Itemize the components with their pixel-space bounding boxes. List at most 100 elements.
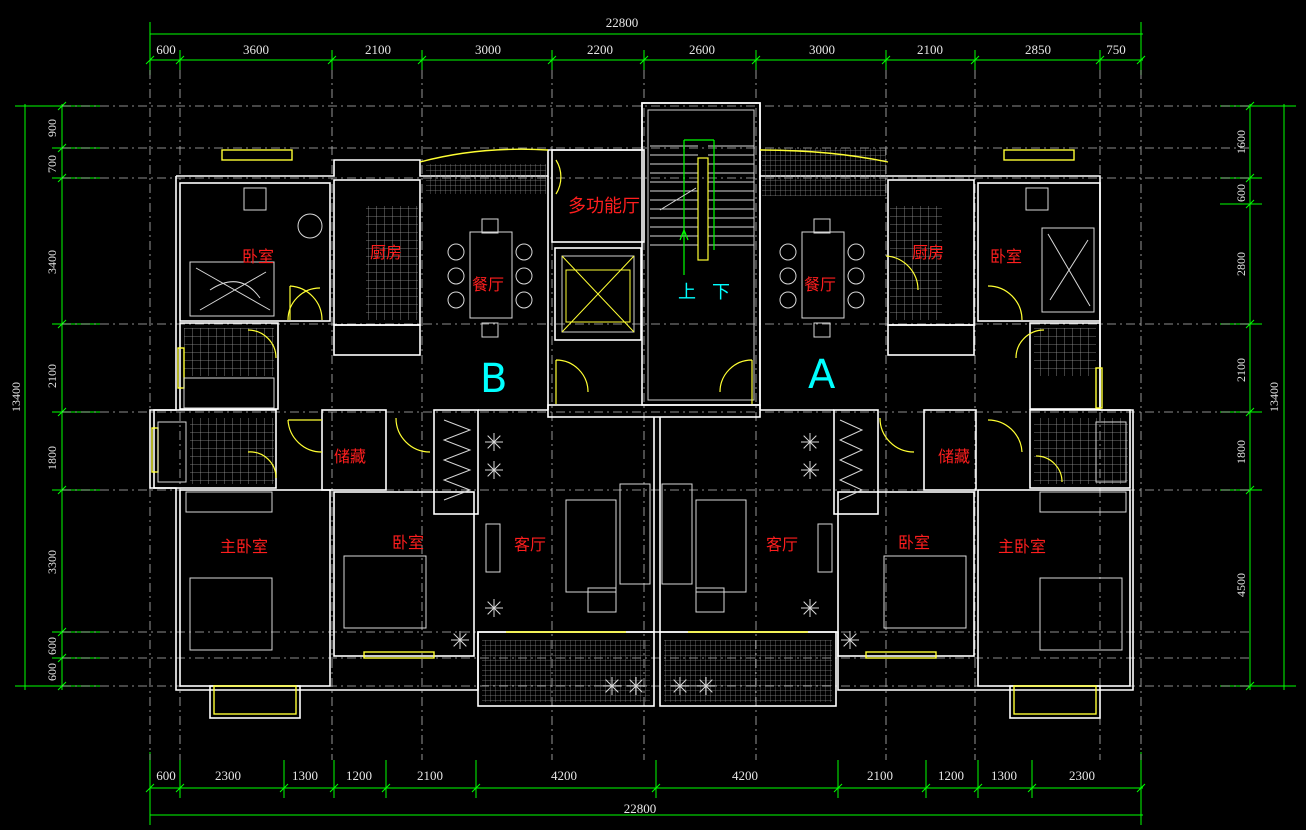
stair-up-label: 上 [678,282,696,303]
plant-leaf [635,679,643,687]
stair-arrowhead [679,228,689,241]
plant-leaf [605,685,613,693]
plant-leaf [487,607,495,615]
plant-leaf [803,607,811,615]
dining-chair [515,267,533,285]
bottom-dim-1: 600 [156,768,176,783]
plant-leaf [487,601,495,609]
dimension-tick-slash [1245,407,1255,417]
right-dim-3: 2800 [1234,252,1248,276]
dimension-tick-slash [751,55,761,65]
unit-b-living-label: 客厅 [514,535,546,554]
left-dim-6: 3300 [45,550,59,574]
plant-icon [603,677,621,695]
dining-chair [779,243,797,261]
unit-a-second-bedroom-label: 卧室 [898,533,930,552]
plant-leaf [705,685,713,693]
unit-a-kitchen-label: 厨房 [912,243,944,262]
left-dim-8: 600 [45,663,59,681]
furniture [157,187,1127,695]
bottom-dim-5: 2100 [417,768,443,783]
plant-icon [801,599,819,617]
plant-leaf [803,601,811,609]
plant-leaf [809,469,817,477]
left-dim-7: 600 [45,637,59,655]
dimension-tick-slash [921,783,931,793]
right-dim-6: 4500 [1234,573,1248,597]
dimension-tick-slash [471,783,481,793]
plant-leaf [679,685,687,693]
left-dim-1: 900 [45,119,59,137]
plant-leaf [487,441,495,449]
dimension-tick-slash [833,783,843,793]
top-dim-8: 2100 [917,42,943,57]
bottom-dim-11: 2300 [1069,768,1095,783]
plant-leaf [699,685,707,693]
plant-icon [485,461,503,479]
dimension-tick-slash [1245,101,1255,111]
right-total-dimension: 13400 [1267,382,1281,412]
dimension-tick-slash [145,783,155,793]
unit-b-bedroom-label: 卧室 [242,247,274,266]
dimension-tick-slash [1095,55,1105,65]
right-dimension-chain: 1600 600 2800 2100 1800 4500 13400 [1220,101,1296,691]
plant-leaf [635,685,643,693]
dining-chair [779,267,797,285]
plant-leaf [679,679,687,687]
plant-leaf [843,633,851,641]
plant-leaf [849,639,857,647]
left-dim-4: 2100 [45,364,59,388]
left-total-dimension: 13400 [9,382,23,412]
plant-leaf [453,633,461,641]
dimension-tick-slash [1245,485,1255,495]
bottom-dim-3: 1300 [292,768,318,783]
plant-leaf [493,607,501,615]
dining-chair [813,218,831,234]
plant-icon [671,677,689,695]
unit-a-living-label: 客厅 [766,535,798,554]
plant-icon [485,599,503,617]
bottom-dimension-chain: 600 2300 1300 1200 2100 4200 4200 2100 1… [145,752,1146,825]
dimension-tick-slash [417,55,427,65]
dimension-tick-slash [329,783,339,793]
walls [149,102,1134,719]
unit-b-dining-label: 餐厅 [472,275,504,294]
dining-chair [515,243,533,261]
plant-leaf [629,685,637,693]
dining-chair [447,291,465,309]
plant-leaf [809,435,817,443]
dimension-tick-slash [1136,783,1146,793]
floor-tile-hatching [184,148,1128,702]
dimension-tick-slash [175,55,185,65]
dimension-tick-slash [1245,319,1255,329]
unit-b-kitchen-label: 厨房 [370,243,402,262]
dining-chair [481,218,499,234]
plant-leaf [809,463,817,471]
dimension-tick-slash [639,55,649,65]
dimension-tick-slash [279,783,289,793]
dimension-tick-slash [1136,55,1146,65]
dining-chair [515,291,533,309]
plant-icon [801,461,819,479]
bottom-dim-9: 1200 [938,768,964,783]
bottom-dim-6: 4200 [551,768,577,783]
top-dim-6: 2600 [689,42,715,57]
top-total-dimension: 22800 [606,15,639,30]
unit-b-master-bedroom-label: 主卧室 [220,537,268,556]
plant-icon [627,677,645,695]
bottom-dim-10: 1300 [991,768,1017,783]
plant-icon [801,433,819,451]
plant-leaf [453,639,461,647]
plant-leaf [493,469,501,477]
windows [151,148,1103,715]
dimension-tick-slash [145,55,155,65]
unit-a-label: A [808,352,836,398]
plant-leaf [673,685,681,693]
dining-chair [847,291,865,309]
bottom-dim-8: 2100 [867,768,893,783]
unit-b-label: B [480,356,507,402]
left-dim-5: 1800 [45,446,59,470]
unit-a-master-bedroom-label: 主卧室 [998,537,1046,556]
plant-leaf [803,469,811,477]
plant-leaf [803,463,811,471]
